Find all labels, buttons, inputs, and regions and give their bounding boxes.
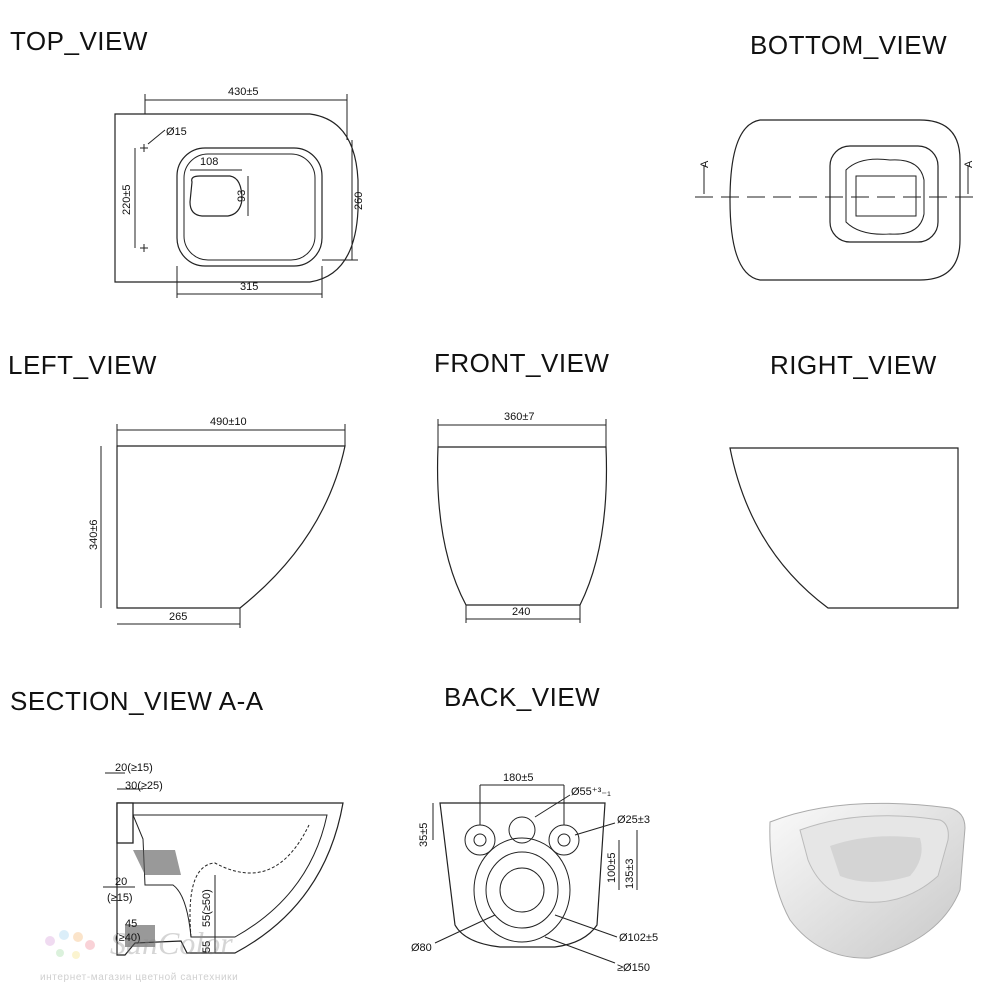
dim-section-4: (≥15) xyxy=(107,892,133,904)
bottom-view-drawing: A A xyxy=(695,119,975,281)
dim-back-inner: Ø80 xyxy=(411,942,432,954)
bottom-view-title: BOTTOM_VIEW xyxy=(750,30,948,60)
dim-back-h2: 135±3 xyxy=(624,858,636,889)
dim-front-top: 360±7 xyxy=(504,411,535,423)
dim-inner-w: 108 xyxy=(200,156,218,168)
section-view-drawing: 20(≥15) 30(≥25) 20 (≥15) 45 (≥40) 55(≥50… xyxy=(103,762,344,956)
dim-left-base: 265 xyxy=(169,611,187,623)
section-view-title: SECTION_VIEW A-A xyxy=(10,686,264,716)
dim-hole: Ø15 xyxy=(166,126,187,138)
dim-back-offset: 35±5 xyxy=(418,823,430,847)
front-view-title: FRONT_VIEW xyxy=(434,348,610,378)
dim-back-outlet: Ø102±5 xyxy=(619,932,658,944)
dim-mount: 220±5 xyxy=(121,184,133,215)
dim-left-length: 490±10 xyxy=(210,416,247,428)
watermark-brand: SanColor xyxy=(110,925,233,961)
dim-back-h1: 100±5 xyxy=(606,852,618,883)
dim-section-5: 45 xyxy=(125,918,137,930)
watermark-logo: SanColor интернет-магазин цветной сантех… xyxy=(40,925,340,995)
dim-back-side-hole: Ø25±3 xyxy=(617,814,650,826)
right-view-title: RIGHT_VIEW xyxy=(770,350,937,380)
back-view-title: BACK_VIEW xyxy=(444,682,601,712)
dim-inner-h: 93 xyxy=(236,190,248,202)
dim-top-width: 430±5 xyxy=(228,86,259,98)
back-view-drawing: 180±5 Ø55⁺³₋₁ Ø25±3 35±5 100±5 135±3 Ø10… xyxy=(411,772,658,974)
right-view-drawing xyxy=(729,447,959,609)
section-mark-left: A xyxy=(699,160,711,168)
dim-bowl-w: 315 xyxy=(240,281,258,293)
dim-front-base: 240 xyxy=(512,606,530,618)
dim-section-3: 20 xyxy=(115,876,127,888)
front-view-drawing: 360±7 240 xyxy=(436,411,608,623)
color-dots-icon xyxy=(45,930,95,959)
left-view-drawing: 490±10 340±6 265 xyxy=(88,416,346,628)
dim-back-spacing: 180±5 xyxy=(503,772,534,784)
dim-section-2: 30(≥25) xyxy=(125,780,163,792)
top-view-title: TOP_VIEW xyxy=(10,26,148,56)
top-view-drawing: 430±5 Ø15 220±5 108 93 260 315 xyxy=(114,86,365,298)
product-photo xyxy=(769,802,966,959)
section-mark-right: A xyxy=(963,160,975,168)
left-view-title: LEFT_VIEW xyxy=(8,350,157,380)
dim-section-1: 20(≥15) xyxy=(115,762,153,774)
dim-back-top-hole: Ø55⁺³₋₁ xyxy=(571,786,611,798)
dim-section-6: (≥40) xyxy=(115,932,141,944)
watermark-tagline: интернет-магазин цветной сантехники xyxy=(40,972,239,983)
dim-section-7: 55(≥50) xyxy=(201,889,213,927)
dim-back-outer: ≥Ø150 xyxy=(617,962,650,974)
dim-section-8: 55 xyxy=(201,941,213,953)
dim-left-height: 340±6 xyxy=(88,519,100,550)
dim-depth: 260 xyxy=(353,192,365,210)
